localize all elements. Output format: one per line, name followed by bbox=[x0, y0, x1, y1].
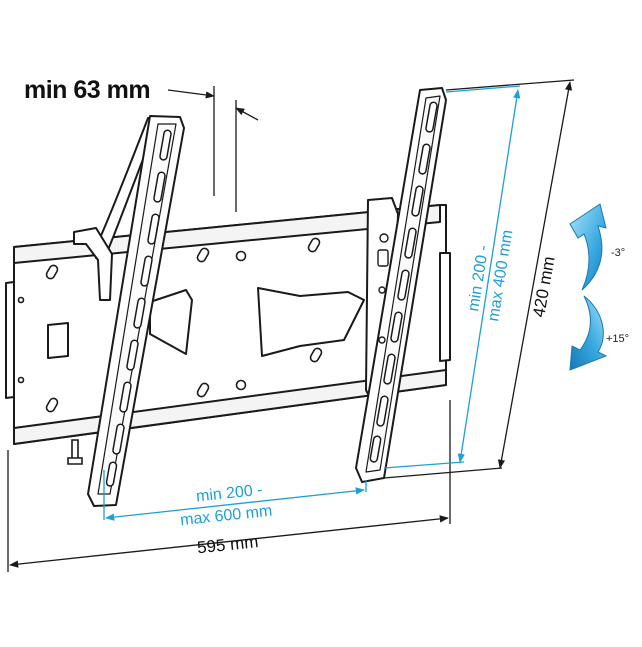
left-arm-slots bbox=[105, 129, 172, 487]
tilt-down-arrow-icon bbox=[569, 295, 608, 371]
right-clamp-details bbox=[377, 233, 389, 344]
tilt-up-label: -3° bbox=[611, 247, 625, 259]
tilt-up-arrow-icon bbox=[569, 203, 607, 291]
horizontal-vesa-label-1: min 200 - bbox=[195, 482, 263, 506]
plate-holes bbox=[17, 237, 323, 413]
height-dimension bbox=[383, 79, 575, 479]
depth-dimension bbox=[167, 86, 259, 212]
horizontal-vesa-dimension bbox=[103, 470, 367, 521]
right-arm-slots bbox=[369, 101, 438, 463]
vertical-vesa-label-2: max 400 mm bbox=[485, 229, 516, 323]
plate-cutouts bbox=[149, 287, 365, 357]
horizontal-vesa-label-2: max 600 mm bbox=[179, 503, 273, 530]
tilt-down-label: +15° bbox=[606, 333, 629, 345]
width-label: 595 mm bbox=[196, 532, 259, 557]
height-label: 420 mm bbox=[529, 255, 558, 319]
depth-label: min 63 mm bbox=[24, 76, 150, 104]
left-screw bbox=[67, 439, 83, 465]
width-dimension bbox=[7, 400, 451, 572]
